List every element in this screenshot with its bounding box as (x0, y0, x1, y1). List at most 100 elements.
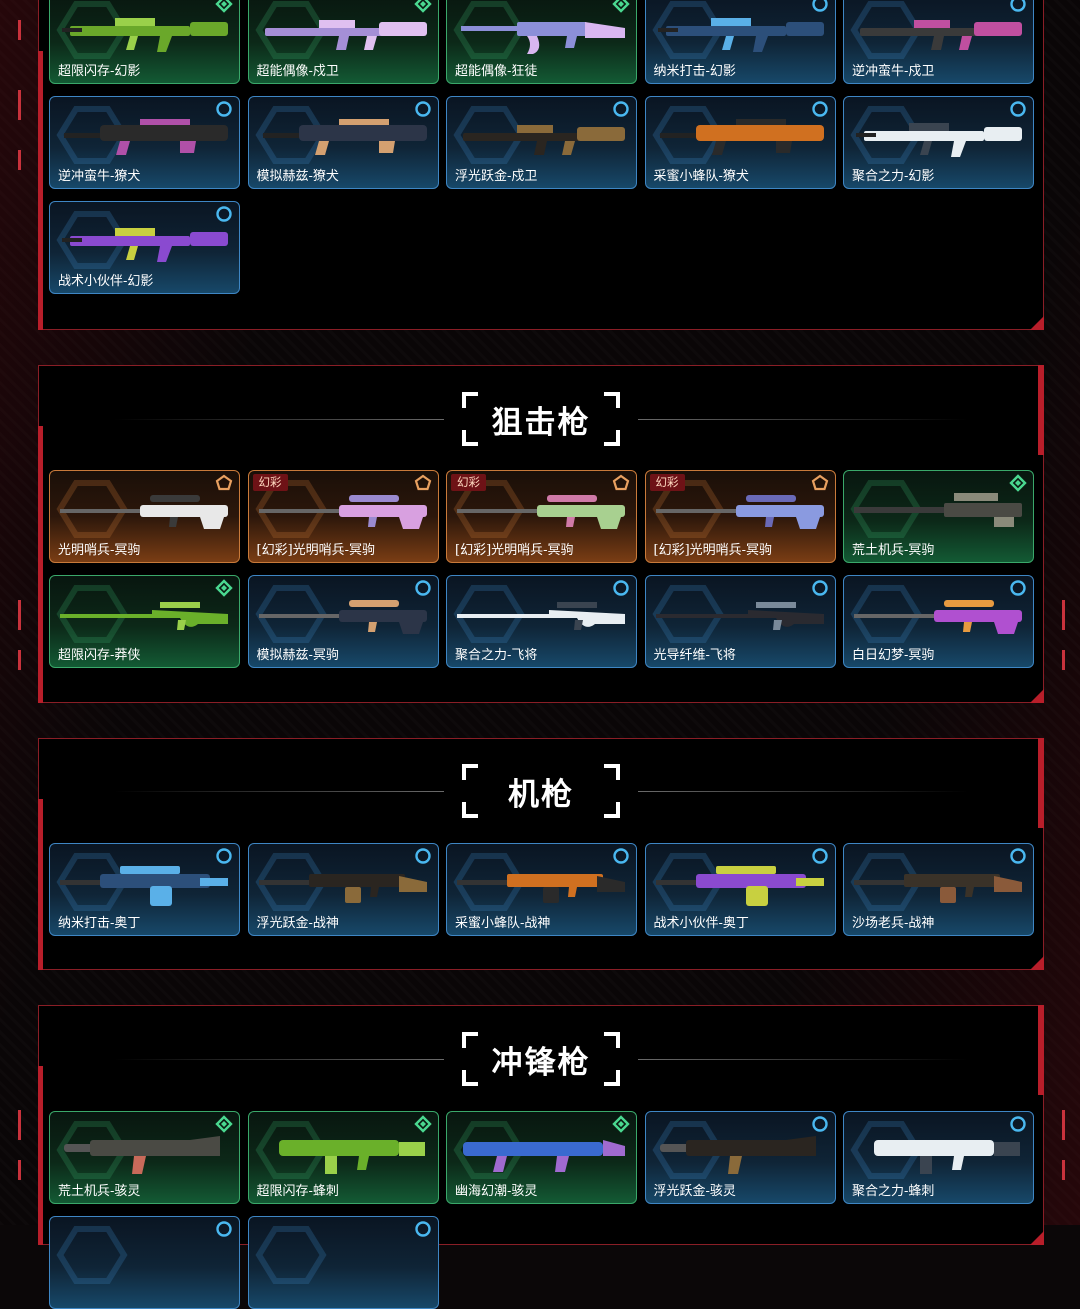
weapon-image (656, 111, 828, 159)
header-line-left (114, 1059, 444, 1060)
skin-card[interactable]: 纳米打击-幻影 (644, 0, 836, 84)
skin-name: 白日幻梦-冥驹 (852, 648, 935, 663)
weapon-image (60, 111, 232, 159)
hexagon-background-icon (453, 1120, 525, 1180)
weapon-image (259, 1231, 431, 1279)
pentagon-rarity-icon (215, 474, 233, 492)
skin-name: [幻彩]光明哨兵-冥驹 (256, 543, 376, 558)
skin-card[interactable]: 沙场老兵-战神 (843, 843, 1034, 936)
weapon-image (854, 485, 1026, 533)
weapon-image (655, 858, 828, 906)
skin-card[interactable]: 聚合之力-蜂刺 (843, 1111, 1034, 1204)
circle-rarity-icon (215, 100, 233, 118)
side-decoration (18, 650, 21, 670)
skin-card[interactable]: 逆冲蛮牛-戍卫 (843, 0, 1034, 84)
circle-rarity-icon (215, 1220, 233, 1238)
circle-rarity-icon (1009, 579, 1027, 597)
side-decoration (18, 150, 21, 170)
diamond-rarity-icon (413, 1115, 432, 1133)
weapon-image (457, 6, 629, 54)
skin-card[interactable]: 采蜜小蜂队-战神 (446, 843, 637, 936)
skin-card[interactable]: 荒土机兵-骇灵 (49, 1111, 240, 1204)
skin-card[interactable]: 超能偶像-狂徒 (446, 0, 637, 84)
skin-card[interactable]: 荒土机兵-冥驹 (843, 470, 1034, 563)
skin-name: 模拟赫兹-冥驹 (256, 648, 339, 663)
section-header: 狙击枪 (39, 389, 1043, 449)
skin-card[interactable]: 光明哨兵-冥驹 (49, 470, 240, 563)
hexagon-background-icon (56, 105, 128, 165)
section-title: 冲锋枪 (491, 1044, 591, 1081)
side-decoration (1062, 1160, 1065, 1180)
hexagon-background-icon (651, 105, 724, 165)
circle-rarity-icon (612, 847, 630, 865)
skin-name: 沙场老兵-战神 (852, 916, 935, 931)
weapon-image (60, 590, 232, 638)
skin-card[interactable]: 超限闪存-幻影 (49, 0, 240, 84)
section-title: 机枪 (508, 776, 574, 813)
skin-name: 模拟赫兹-獠犬 (256, 169, 339, 184)
skin-card[interactable] (247, 1216, 439, 1309)
hexagon-background-icon (651, 0, 724, 60)
skin-card[interactable]: 超限闪存-莽侠 (49, 575, 240, 668)
skin-name: 光明哨兵-冥驹 (58, 543, 141, 558)
hexagon-background-icon (56, 1120, 128, 1180)
circle-rarity-icon (1009, 0, 1027, 13)
skin-name: 浮光跃金-战神 (256, 916, 339, 931)
skin-name: 纳米打击-奥丁 (58, 916, 141, 931)
diamond-rarity-icon (612, 0, 630, 13)
skin-card[interactable]: 战术小伙伴-幻影 (49, 201, 240, 294)
skin-card[interactable]: 白日幻梦-冥驹 (843, 575, 1034, 668)
side-decoration (18, 90, 21, 120)
weapon-image (854, 858, 1026, 906)
title-bracket: 机枪 (462, 764, 620, 818)
title-bracket: 狙击枪 (462, 392, 620, 446)
weapon-image (259, 111, 431, 159)
skin-card[interactable]: 浮光跃金-战神 (247, 843, 439, 936)
diamond-rarity-icon (215, 1115, 233, 1133)
diamond-rarity-icon (215, 579, 233, 597)
skin-card[interactable]: 超限闪存-蜂刺 (247, 1111, 439, 1204)
skin-card[interactable]: 幻彩[幻彩]光明哨兵-冥驹 (644, 470, 836, 563)
variant-badge: 幻彩 (649, 474, 685, 491)
skin-card[interactable]: 幽海幻潮-骇灵 (446, 1111, 637, 1204)
skin-card[interactable]: 战术小伙伴-奥丁 (644, 843, 836, 936)
side-decoration (18, 20, 21, 40)
skin-name: 光导纤维-飞将 (653, 648, 736, 663)
pentagon-rarity-icon (414, 474, 432, 492)
skin-name: 逆冲蛮牛-戍卫 (852, 64, 935, 79)
skin-name: 荒土机兵-骇灵 (58, 1184, 141, 1199)
diamond-rarity-icon (215, 0, 233, 13)
weapon-image (457, 485, 629, 533)
skin-card[interactable]: 光导纤维-飞将 (644, 575, 836, 668)
header-line-left (114, 791, 444, 792)
pentagon-rarity-icon (811, 474, 829, 492)
side-decoration (1062, 650, 1065, 670)
skin-card[interactable]: 浮光跃金-骇灵 (644, 1111, 836, 1204)
skin-card[interactable]: 聚合之力-飞将 (446, 575, 637, 668)
skin-name: 采蜜小蜂队-獠犬 (653, 169, 749, 184)
skin-card[interactable]: 聚合之力-幻影 (843, 96, 1034, 189)
skin-card[interactable]: 模拟赫兹-冥驹 (247, 575, 439, 668)
weapon-image (457, 858, 629, 906)
skin-card[interactable]: 纳米打击-奥丁 (49, 843, 240, 936)
machine-gun-section: 机枪 纳米打击-奥丁 浮光跃金-战神 采蜜小蜂队-战神战术小伙伴-奥丁沙场老兵-战神 (38, 738, 1044, 970)
skin-card[interactable]: 模拟赫兹-獠犬 (247, 96, 439, 189)
side-decoration (1062, 1110, 1065, 1140)
skin-card[interactable]: 超能偶像-戍卫 (247, 0, 439, 84)
hexagon-background-icon (850, 105, 922, 165)
circle-rarity-icon (215, 847, 233, 865)
skin-card[interactable]: 采蜜小蜂队-獠犬 (644, 96, 836, 189)
hexagon-background-icon (254, 105, 327, 165)
skin-card[interactable]: 幻彩[幻彩]光明哨兵-冥驹 (247, 470, 439, 563)
panel-accent (1038, 365, 1044, 455)
weapon-image (655, 590, 828, 638)
skin-card[interactable] (49, 1216, 240, 1309)
header-line-right (638, 1059, 968, 1060)
header-line-left (114, 419, 444, 420)
skin-card[interactable]: 逆冲蛮牛-獠犬 (49, 96, 240, 189)
circle-rarity-icon (811, 579, 829, 597)
skin-card[interactable]: 浮光跃金-戍卫 (446, 96, 637, 189)
skin-card[interactable]: 幻彩[幻彩]光明哨兵-冥驹 (446, 470, 637, 563)
rifle-section: 超限闪存-幻影超能偶像-戍卫超能偶像-狂徒纳米打击-幻影逆冲蛮牛-戍卫逆冲蛮牛-… (38, 0, 1044, 330)
smg-section: 冲锋枪 荒土机兵-骇灵 超限闪存-蜂刺幽海幻潮-骇灵浮光跃金-骇灵聚合之力-蜂刺 (38, 1005, 1044, 1309)
